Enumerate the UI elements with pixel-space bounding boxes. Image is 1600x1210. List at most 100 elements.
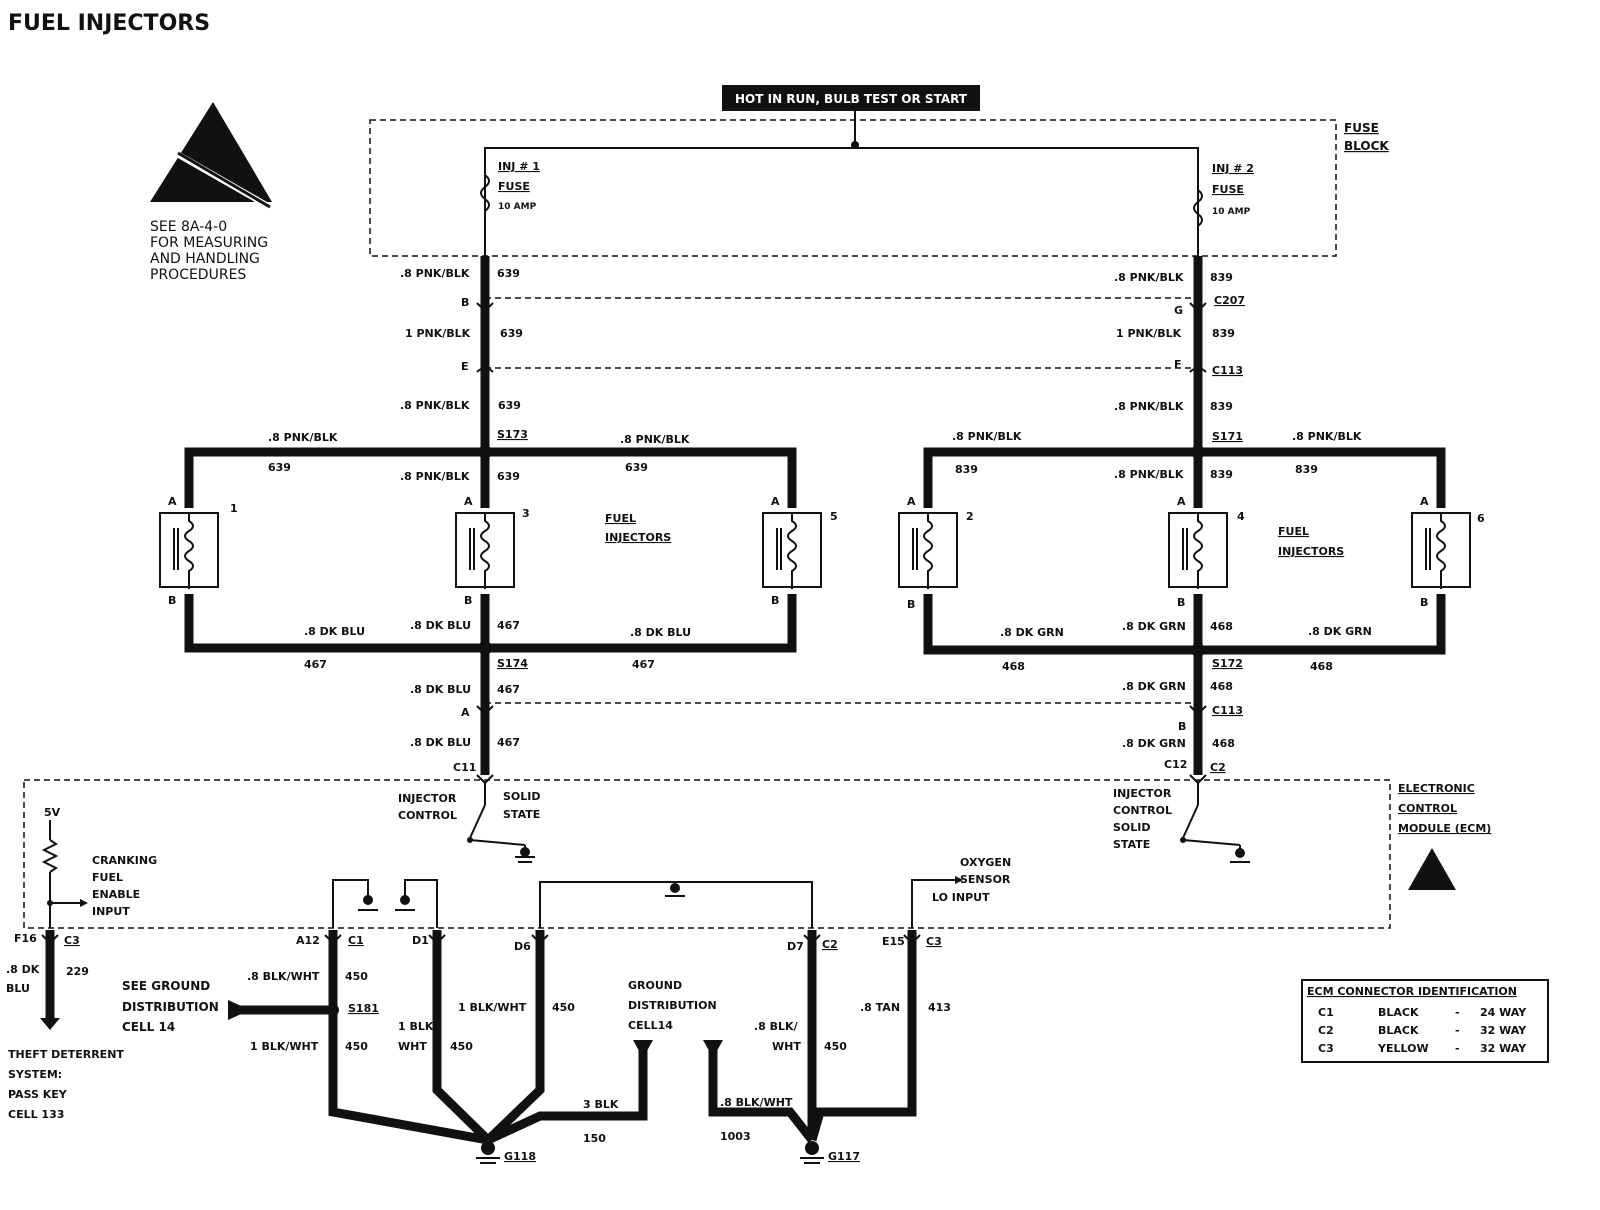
svg-text:468: 468 <box>1210 680 1233 693</box>
svg-text:WHT: WHT <box>398 1040 427 1053</box>
fuse-2-label: INJ # 2 FUSE 10 AMP <box>1212 162 1254 217</box>
svg-text:ENABLE: ENABLE <box>92 888 140 901</box>
svg-text:BLACK: BLACK <box>1378 1006 1419 1019</box>
ecm-internal-grounds <box>332 876 963 928</box>
svg-text:.8 PNK/BLK: .8 PNK/BLK <box>1114 271 1184 284</box>
svg-text:468: 468 <box>1210 620 1233 633</box>
svg-text:B: B <box>464 594 472 607</box>
svg-text:467: 467 <box>497 683 520 696</box>
svg-text:PASS KEY: PASS KEY <box>8 1088 68 1101</box>
svg-text:.8 PNK/BLK: .8 PNK/BLK <box>952 430 1022 443</box>
svg-text:450: 450 <box>345 970 368 983</box>
svg-text:5: 5 <box>830 510 838 523</box>
svg-text:C113: C113 <box>1212 704 1243 717</box>
svg-text:639: 639 <box>497 267 520 280</box>
right-bank-return-bus <box>923 594 1446 655</box>
svg-text:BLU: BLU <box>6 982 30 995</box>
svg-text:C2: C2 <box>1210 761 1226 774</box>
svg-text:.8 DK BLU: .8 DK BLU <box>410 736 471 749</box>
svg-text:E: E <box>461 360 469 373</box>
right-feed-labels: .8 PNK/BLK 839 G C207 1 PNK/BLK 839 F C1… <box>952 271 1362 481</box>
svg-text:.8 BLK/WHT: .8 BLK/WHT <box>720 1096 793 1109</box>
injector-5 <box>762 512 822 589</box>
splice-s181 <box>327 1004 339 1016</box>
svg-text:10 AMP: 10 AMP <box>1212 207 1251 217</box>
svg-text:INJ # 1: INJ # 1 <box>498 160 540 173</box>
svg-text:FUEL: FUEL <box>605 512 636 525</box>
svg-text:.8 DK GRN: .8 DK GRN <box>1308 625 1372 638</box>
svg-text:.8 DK GRN: .8 DK GRN <box>1122 737 1186 750</box>
svg-text:MODULE (ECM): MODULE (ECM) <box>1398 822 1491 835</box>
splice-s172 <box>1191 643 1205 657</box>
svg-text:.8 PNK/BLK: .8 PNK/BLK <box>268 431 338 444</box>
svg-text:467: 467 <box>304 658 327 671</box>
svg-text:.8 DK BLU: .8 DK BLU <box>410 683 471 696</box>
svg-text:B: B <box>168 594 176 607</box>
svg-text:C3: C3 <box>64 934 80 947</box>
splice-s171 <box>1191 445 1205 459</box>
svg-text:.8 PNK/BLK: .8 PNK/BLK <box>400 470 470 483</box>
splice-s174 <box>478 641 492 655</box>
svg-text:A12: A12 <box>296 934 320 947</box>
injector-4 <box>1168 512 1228 589</box>
svg-text:-: - <box>1455 1024 1460 1037</box>
svg-text:S171: S171 <box>1212 430 1243 443</box>
wire-413 <box>807 930 917 1142</box>
injector-control-left: INJECTOR CONTROL SOLID STATE <box>398 783 541 863</box>
svg-text:C207: C207 <box>1214 294 1245 307</box>
svg-text:A: A <box>907 495 916 508</box>
fuse-block-label: FUSE <box>1344 121 1379 135</box>
svg-text:ELECTRONIC: ELECTRONIC <box>1398 782 1475 795</box>
svg-text:INJECTORS: INJECTORS <box>605 531 671 544</box>
fuse-bus <box>484 147 1199 256</box>
ecm-label: ELECTRONIC CONTROL MODULE (ECM) <box>1398 782 1491 835</box>
svg-text:CRANKING: CRANKING <box>92 854 157 867</box>
svg-text:E15: E15 <box>882 935 905 948</box>
svg-text:1003: 1003 <box>720 1130 751 1143</box>
left-feed-labels: .8 PNK/BLK 639 B 1 PNK/BLK 639 E .8 PNK/… <box>268 267 690 483</box>
wire-150 <box>486 1050 648 1145</box>
svg-text:CONTROL: CONTROL <box>398 809 457 822</box>
svg-text:CONTROL: CONTROL <box>1113 804 1172 817</box>
ecm-esd-icon <box>1408 848 1456 890</box>
svg-text:A: A <box>461 706 470 719</box>
svg-text:468: 468 <box>1002 660 1025 673</box>
svg-text:.8 PNK/BLK: .8 PNK/BLK <box>1114 400 1184 413</box>
power-label-box <box>722 85 980 111</box>
svg-text:B: B <box>1177 596 1185 609</box>
svg-text:1 BLK/: 1 BLK/ <box>398 1020 438 1033</box>
svg-text:150: 150 <box>583 1132 606 1145</box>
svg-text:450: 450 <box>552 1001 575 1014</box>
svg-text:A: A <box>1177 495 1186 508</box>
injector-1 <box>159 512 219 589</box>
svg-text:SYSTEM:: SYSTEM: <box>8 1068 62 1081</box>
svg-text:B: B <box>771 594 779 607</box>
svg-text:STATE: STATE <box>503 808 540 821</box>
svg-text:468: 468 <box>1310 660 1333 673</box>
svg-text:839: 839 <box>1210 271 1233 284</box>
ground-g117: G117 <box>800 1141 860 1164</box>
fuse-block-boundary <box>369 119 1337 257</box>
injector-6 <box>1411 512 1471 589</box>
connector-chevrons <box>476 302 1207 785</box>
svg-text:C11: C11 <box>453 761 476 774</box>
svg-text:.8 DK GRN: .8 DK GRN <box>1122 680 1186 693</box>
ecm-boundary <box>23 779 1391 929</box>
svg-text:.8 PNK/BLK: .8 PNK/BLK <box>620 433 690 446</box>
injector-2 <box>898 512 958 589</box>
svg-text:A: A <box>771 495 780 508</box>
left-return-labels: .8 DK BLU 467 .8 DK BLU 467 .8 DK BLU 46… <box>304 619 691 774</box>
svg-text:639: 639 <box>497 470 520 483</box>
svg-text:OXYGEN: OXYGEN <box>960 856 1011 869</box>
svg-text:A: A <box>464 495 473 508</box>
svg-text:FUEL: FUEL <box>92 871 123 884</box>
svg-text:413: 413 <box>928 1001 951 1014</box>
wire-450-a12 <box>328 930 489 1145</box>
svg-text:C3: C3 <box>926 935 942 948</box>
svg-text:SENSOR: SENSOR <box>960 873 1011 886</box>
svg-text:.8 TAN: .8 TAN <box>860 1001 900 1014</box>
svg-text:GROUND: GROUND <box>628 979 682 992</box>
svg-text:SOLID: SOLID <box>503 790 541 803</box>
wire-450-d1 <box>432 930 492 1144</box>
